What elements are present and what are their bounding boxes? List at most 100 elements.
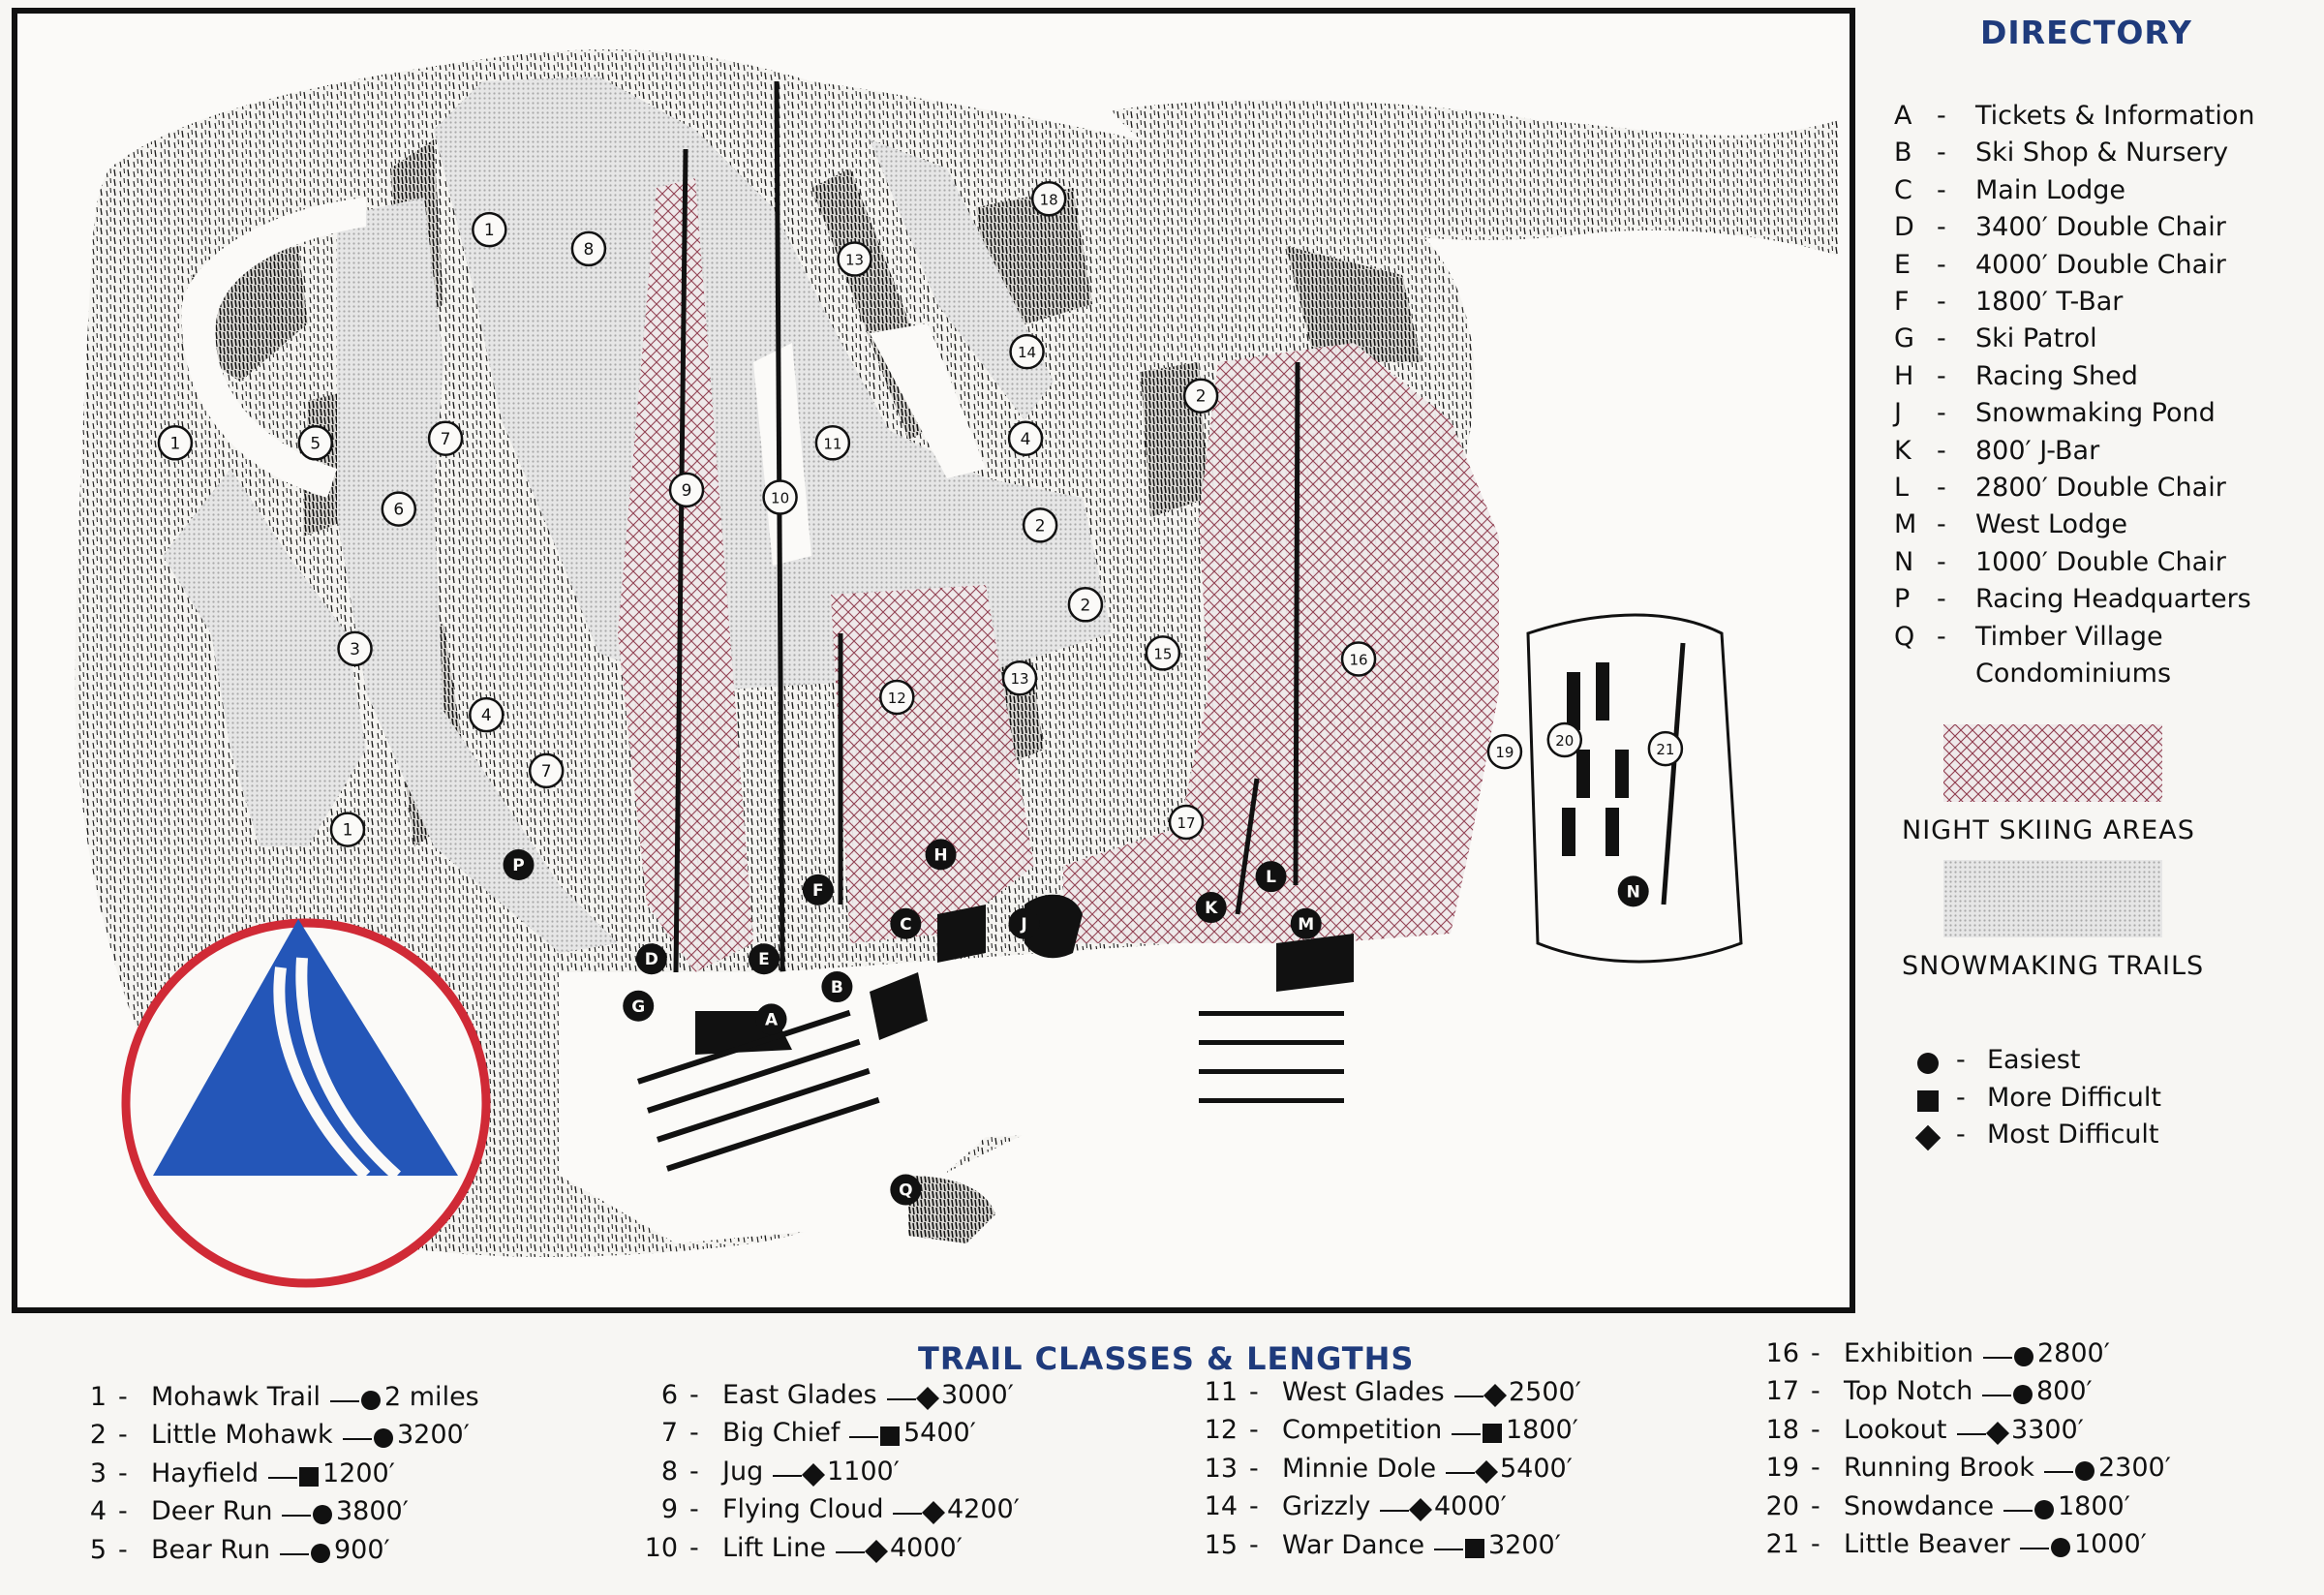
facility-letter-label: B xyxy=(831,978,843,997)
directory-separator: - xyxy=(1937,546,1946,577)
trail-leader-rule xyxy=(343,1438,372,1441)
trail-number-marker xyxy=(1007,420,1044,457)
night-skiing-caption: NIGHT SKIING AREAS xyxy=(1902,815,2195,845)
trail-number-label: 4 xyxy=(1021,430,1031,449)
trail-name: East Glades xyxy=(722,1380,877,1410)
directory-separator: - xyxy=(1937,473,1946,503)
trail-number: 4 xyxy=(89,1496,107,1527)
square-icon xyxy=(1483,1424,1502,1444)
trail-separator: - xyxy=(1811,1490,1820,1521)
directory-label: Racing Shed xyxy=(1975,360,2138,391)
facility-letter-label: N xyxy=(1627,882,1640,902)
facility-letter-marker xyxy=(802,874,834,905)
trail-length: 2 miles xyxy=(384,1382,479,1412)
trail-separator: - xyxy=(1249,1453,1259,1484)
trail-length: 1800′ xyxy=(2058,1490,2130,1521)
facility-letter-marker xyxy=(503,849,535,881)
directory-code: H xyxy=(1894,360,1914,391)
trail-number-label: 1 xyxy=(170,434,181,453)
trail-length: 5400′ xyxy=(903,1418,976,1449)
trail-number-marker xyxy=(427,420,464,457)
trail-number-label: 6 xyxy=(393,501,404,520)
trail-number-label: 13 xyxy=(845,252,864,269)
directory-label: Tickets & Information xyxy=(1975,101,2255,131)
facility-letter-marker xyxy=(748,943,780,975)
trail-number: 19 xyxy=(1765,1453,1799,1484)
trail-number-label: 13 xyxy=(1010,670,1028,688)
directory-label: 2800′ Double Chair xyxy=(1975,473,2226,503)
trail-leader-rule xyxy=(1454,1396,1483,1397)
directory-code: P xyxy=(1894,584,1911,615)
directory-label: Timber Village xyxy=(1975,621,2163,652)
directory-label: 800′ J-Bar xyxy=(1975,435,2100,466)
trail-number: 17 xyxy=(1765,1376,1799,1407)
trail-number-label: 7 xyxy=(541,762,552,782)
trail-number-marker xyxy=(1009,333,1045,370)
square-icon xyxy=(1917,1089,1939,1112)
directory-code: B xyxy=(1894,138,1912,169)
trail-separator: - xyxy=(689,1456,699,1487)
trail-number-marker xyxy=(1067,587,1104,623)
directory-separator: - xyxy=(1937,138,1946,169)
square-icon xyxy=(880,1426,900,1447)
snowmaking-pond xyxy=(1024,894,1083,959)
trail-number: 9 xyxy=(660,1494,678,1525)
trail-leader-rule xyxy=(1452,1433,1481,1436)
directory-item: B-Ski Shop & Nursery xyxy=(1894,138,2320,174)
trail-classes-title: TRAIL CLASSES & LENGTHS xyxy=(918,1340,1415,1377)
facility-letter-marker xyxy=(1255,861,1287,893)
trail-length: 900′ xyxy=(334,1534,390,1565)
facility-letter-marker xyxy=(1617,875,1649,907)
trail-separator: - xyxy=(118,1496,128,1527)
trail-number: 8 xyxy=(660,1456,678,1487)
diamond-icon xyxy=(801,1462,826,1487)
facility-letter-label: D xyxy=(645,950,658,969)
trail-leader-rule xyxy=(1434,1548,1463,1550)
trail-number-marker xyxy=(879,679,915,716)
directory-item: K-800′ J-Bar xyxy=(1894,436,2320,473)
directory-item: H-Racing Shed xyxy=(1894,361,2320,398)
trail-number-marker xyxy=(668,472,705,508)
trail-number: 14 xyxy=(1204,1491,1238,1522)
facility-letter-marker xyxy=(1008,907,1040,939)
trail-leader-rule xyxy=(2020,1548,2049,1549)
directory-code: F xyxy=(1894,287,1910,317)
trail-name: Lift Line xyxy=(722,1532,827,1563)
trail-number-label: 8 xyxy=(584,240,595,260)
trail-leader-rule xyxy=(893,1513,922,1516)
trail-separator: - xyxy=(1811,1453,1820,1484)
trail-name: Big Chief xyxy=(722,1418,841,1449)
difficulty-separator: - xyxy=(1956,1082,1966,1113)
directory-separator: - xyxy=(1937,435,1946,466)
trail-number-marker xyxy=(381,491,417,527)
directory-code: L xyxy=(1894,473,1910,503)
facility-letter-marker xyxy=(635,943,667,975)
diamond-icon xyxy=(921,1501,946,1525)
tree-stand xyxy=(1286,246,1422,362)
trail-separator: - xyxy=(1249,1491,1259,1522)
directory-separator: - xyxy=(1937,174,1946,205)
directory-label: Main Lodge xyxy=(1975,174,2126,205)
difficulty-separator: - xyxy=(1956,1045,1966,1075)
trail-number: 21 xyxy=(1765,1529,1799,1559)
trail-number-marker xyxy=(472,211,507,248)
trail-leader-rule xyxy=(849,1436,878,1439)
facility-letter-label: L xyxy=(1266,868,1276,887)
diamond-icon xyxy=(1914,1124,1942,1151)
trail-leader-rule xyxy=(1982,1395,2011,1397)
trail-leader-rule xyxy=(282,1515,311,1518)
trail-separator: - xyxy=(118,1534,128,1565)
trail-name: War Dance xyxy=(1282,1529,1425,1560)
building-west-lodge xyxy=(1276,934,1354,992)
night-skiing-area xyxy=(618,178,753,972)
directory-item: N-1000′ Double Chair xyxy=(1894,547,2320,584)
facility-letter-marker xyxy=(623,990,655,1022)
trail-number-label: 11 xyxy=(823,435,841,452)
directory-code: A xyxy=(1894,101,1912,131)
trail-number-label: 17 xyxy=(1177,814,1195,832)
